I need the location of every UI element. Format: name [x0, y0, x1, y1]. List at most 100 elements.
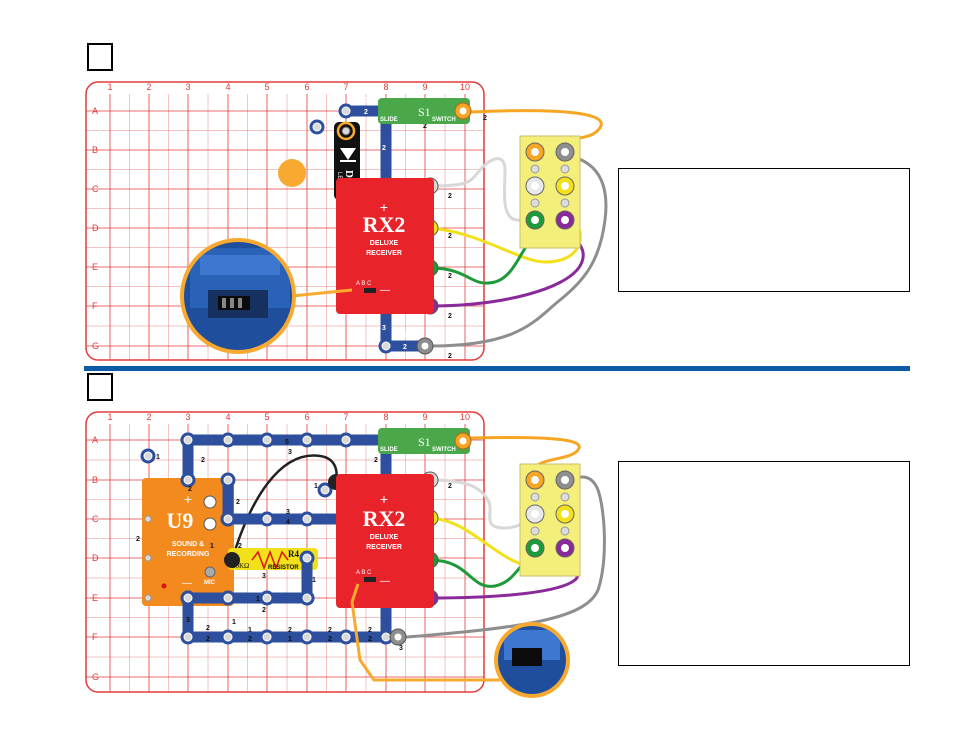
- snap-number: 2: [206, 625, 210, 632]
- receiver-name: RX2: [363, 506, 406, 531]
- snap-number: 2: [368, 627, 372, 634]
- module-stud: [144, 594, 152, 602]
- snap-number: 2: [136, 536, 140, 543]
- gray-wire: [393, 475, 606, 640]
- column-label: 10: [460, 412, 470, 422]
- snap-stud: [223, 514, 233, 524]
- snap-number: 3: [382, 325, 386, 332]
- snap-number: 2: [288, 627, 292, 634]
- sound-line1: SOUND &: [172, 541, 204, 548]
- terminal-number: 2: [448, 273, 452, 280]
- switch-label-a: SLIDE: [380, 447, 398, 453]
- column-label: 5: [264, 412, 269, 422]
- snap-number: 3: [262, 573, 266, 580]
- receiver-plus: +: [380, 491, 388, 507]
- holder-stud: [530, 526, 540, 536]
- battery-holder-bottom: [519, 463, 581, 577]
- column-label: 8: [383, 82, 388, 92]
- snap-number: 2: [206, 636, 210, 643]
- terminal-number: 2: [483, 115, 487, 122]
- snap-number: 2: [236, 499, 240, 506]
- column-label: 7: [343, 412, 348, 422]
- switch-label-b: SWITCH: [432, 447, 456, 453]
- resistor-r4: R4 10KΩ RESISTOR: [228, 548, 318, 571]
- switch-name: S1: [418, 105, 431, 119]
- snap-stud: [262, 593, 272, 603]
- row-label: F: [92, 632, 98, 642]
- terminal-number: 2: [448, 193, 452, 200]
- column-label: 7: [343, 82, 348, 92]
- sound-minus: —: [182, 578, 192, 589]
- receiver-line2: RECEIVER: [366, 250, 402, 257]
- receiver-rx2-bottom: + RX2 DELUXE RECEIVER A B C —: [336, 474, 434, 608]
- snap-number: 1: [232, 619, 236, 626]
- terminal-hole: [394, 633, 402, 641]
- snap-number: 2: [248, 636, 252, 643]
- magnifier-top: [180, 238, 353, 354]
- receiver-line1: DELUXE: [370, 534, 399, 541]
- sound-plus: +: [184, 491, 192, 507]
- snap-stud: [381, 632, 391, 642]
- highlight-dot-top: [278, 159, 306, 187]
- row-label: C: [92, 184, 99, 194]
- snap-number: 2: [382, 145, 386, 152]
- receiver-minus: —: [380, 576, 390, 587]
- snap-stud: [223, 593, 233, 603]
- column-label: 4: [225, 82, 230, 92]
- terminal-number: 2: [448, 233, 452, 240]
- snap-number: 2: [368, 636, 372, 643]
- snap-stud: [302, 632, 312, 642]
- gray-wire: [428, 153, 608, 348]
- sound-name: U9: [167, 508, 194, 533]
- receiver-abc: A B C: [356, 570, 372, 576]
- row-label: F: [92, 301, 98, 311]
- snap-number: 2: [448, 483, 452, 490]
- column-label: 9: [422, 412, 427, 422]
- terminal-hole: [561, 510, 569, 518]
- snap-stud: [183, 475, 193, 485]
- column-label: 9: [422, 82, 427, 92]
- sound-module-u9: + U9 SOUND & RECORDING MIC —: [142, 478, 234, 606]
- terminal-hole: [561, 216, 569, 224]
- receiver-minus: —: [380, 285, 390, 296]
- snap-number: 2: [188, 486, 192, 493]
- receiver-name: RX2: [363, 212, 406, 237]
- terminal-hole: [561, 544, 569, 552]
- step-box-bottom: [87, 373, 113, 401]
- terminal-hole: [531, 182, 539, 190]
- snap-stud: [223, 632, 233, 642]
- snap-stud: [262, 514, 272, 524]
- battery-holder-top: [519, 135, 581, 249]
- slide-switch-bottom: S1 SLIDE SWITCH: [378, 428, 472, 454]
- snap-number: 2: [374, 457, 378, 464]
- holder-stud: [530, 164, 540, 174]
- snap-stud: [223, 435, 233, 445]
- terminal-hole: [531, 476, 539, 484]
- snap-number: 3: [365, 97, 369, 104]
- terminal-number: 2: [448, 353, 452, 360]
- snap-stud: [223, 475, 233, 485]
- switch-name: S1: [418, 435, 431, 449]
- row-label: E: [92, 593, 98, 603]
- row-label: E: [92, 262, 98, 272]
- snap-stud: [143, 451, 153, 461]
- snap-number: 1: [312, 577, 316, 584]
- magnifier-bottom: [350, 583, 570, 698]
- module-stud: [144, 554, 152, 562]
- snap-number: 1: [288, 636, 292, 643]
- snap-stud: [381, 341, 391, 351]
- snap-number: 2: [364, 109, 368, 116]
- snap-number: 3: [286, 509, 290, 516]
- snap-stud: [302, 435, 312, 445]
- terminal-number: 2: [448, 313, 452, 320]
- snap-number: 1: [256, 596, 260, 603]
- terminal-hole: [561, 476, 569, 484]
- snap-number: 3: [288, 449, 292, 456]
- row-label: A: [92, 435, 98, 445]
- module-stud: [144, 515, 152, 523]
- terminal-hole: [531, 510, 539, 518]
- snap-number: 1: [403, 332, 407, 339]
- column-label: 6: [304, 82, 309, 92]
